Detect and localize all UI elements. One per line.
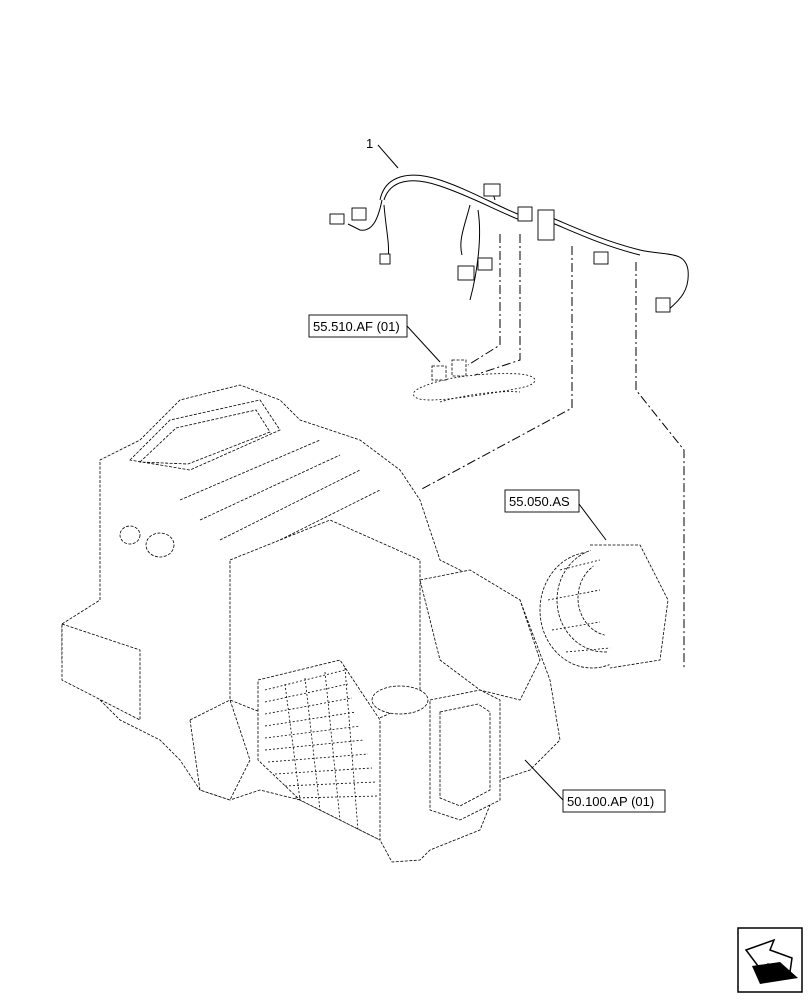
small-connector-part (413, 359, 536, 403)
next-page-arrow-icon[interactable] (737, 927, 803, 993)
ref-50-100-ap-label[interactable]: 50.100.AP (01) (567, 794, 654, 809)
ref-55-510-af-leader (406, 325, 441, 363)
ref-55-050-as-label[interactable]: 55.050.AS (509, 494, 570, 509)
item-1-leader (377, 144, 399, 169)
ref-50-100-ap-leader (524, 759, 564, 801)
wire-harness (329, 174, 689, 313)
ref-50-100-ap-box[interactable] (562, 789, 666, 813)
ref-55-050-as-leader (578, 503, 607, 541)
ref-55-050-as-box[interactable] (504, 489, 580, 513)
ref-55-510-af-label[interactable]: 55.510.AF (01) (313, 319, 400, 334)
blower-fan-part (539, 544, 669, 669)
hvac-unit-part (61, 384, 561, 863)
item-1-label: 1 (366, 136, 373, 151)
